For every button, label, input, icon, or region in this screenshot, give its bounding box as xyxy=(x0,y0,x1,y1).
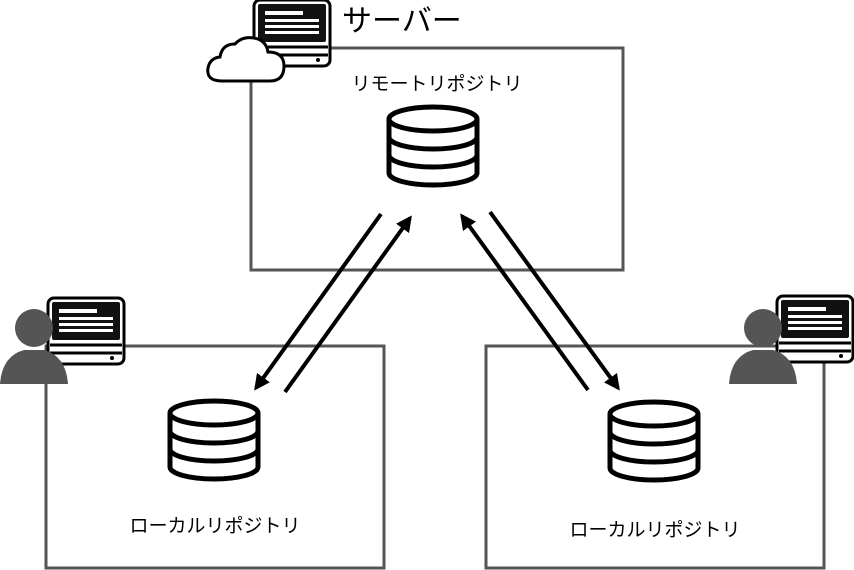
remote-repo-label: リモートリポジトリ xyxy=(351,73,523,95)
computer-icon xyxy=(775,294,854,364)
arrow-icon xyxy=(254,212,383,391)
server-box xyxy=(249,46,625,272)
arrow-icon xyxy=(460,213,590,392)
local-box-left xyxy=(44,344,386,570)
local-repo-label-right: ローカルリポジトリ xyxy=(569,519,741,541)
computer-icon xyxy=(46,296,126,366)
database-icon xyxy=(170,401,258,479)
database-icon xyxy=(389,107,477,185)
server-title: サーバー xyxy=(342,4,462,39)
database-icon xyxy=(610,402,698,480)
local-box-right xyxy=(484,344,826,570)
arrow-icon xyxy=(488,210,620,391)
local-repo-label-left: ローカルリポジトリ xyxy=(129,515,301,537)
arrow-icon xyxy=(283,215,412,394)
cloud-icon xyxy=(206,36,286,83)
